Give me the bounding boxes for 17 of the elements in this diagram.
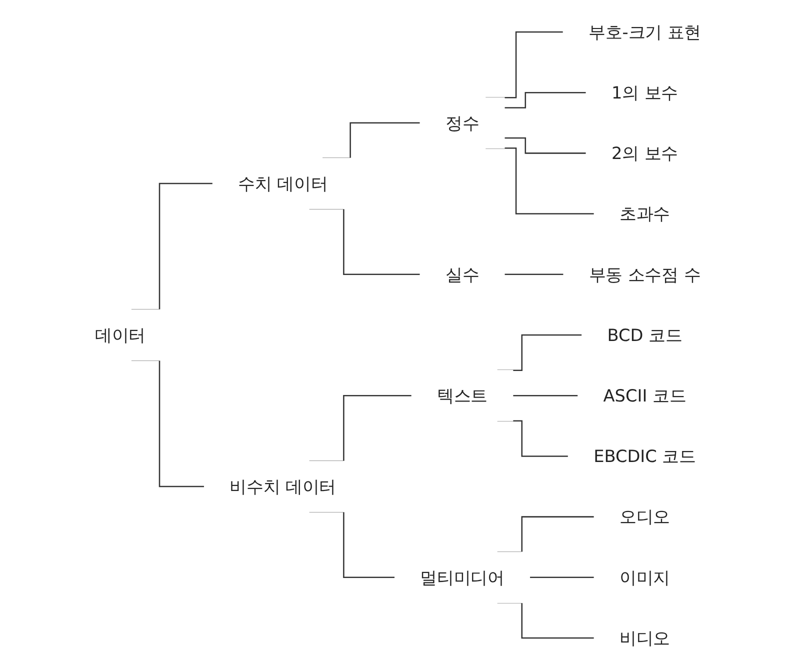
connector bbox=[504, 137, 586, 154]
connector bbox=[530, 576, 594, 578]
node-text: 이미지 bbox=[620, 567, 670, 588]
node-text: ASCII 코드 bbox=[603, 386, 686, 406]
node-text: EBCDIC 코드 bbox=[594, 446, 696, 466]
connector bbox=[504, 274, 564, 276]
node-text: 2의 보수 bbox=[611, 143, 678, 164]
node-text: BCD 코드 bbox=[607, 324, 682, 346]
node-text: 부호-크기 표현 bbox=[588, 22, 701, 42]
node-text: 오디오 bbox=[620, 506, 670, 527]
connector bbox=[504, 92, 586, 108]
node-text: 1의 보수 bbox=[611, 82, 678, 103]
connector bbox=[512, 394, 578, 396]
node-text: 초과수 bbox=[620, 204, 670, 224]
node-text: 부동 소수점 수 bbox=[588, 264, 701, 284]
node-text: 비디오 bbox=[620, 628, 670, 648]
node-text: 실수 bbox=[445, 264, 480, 284]
